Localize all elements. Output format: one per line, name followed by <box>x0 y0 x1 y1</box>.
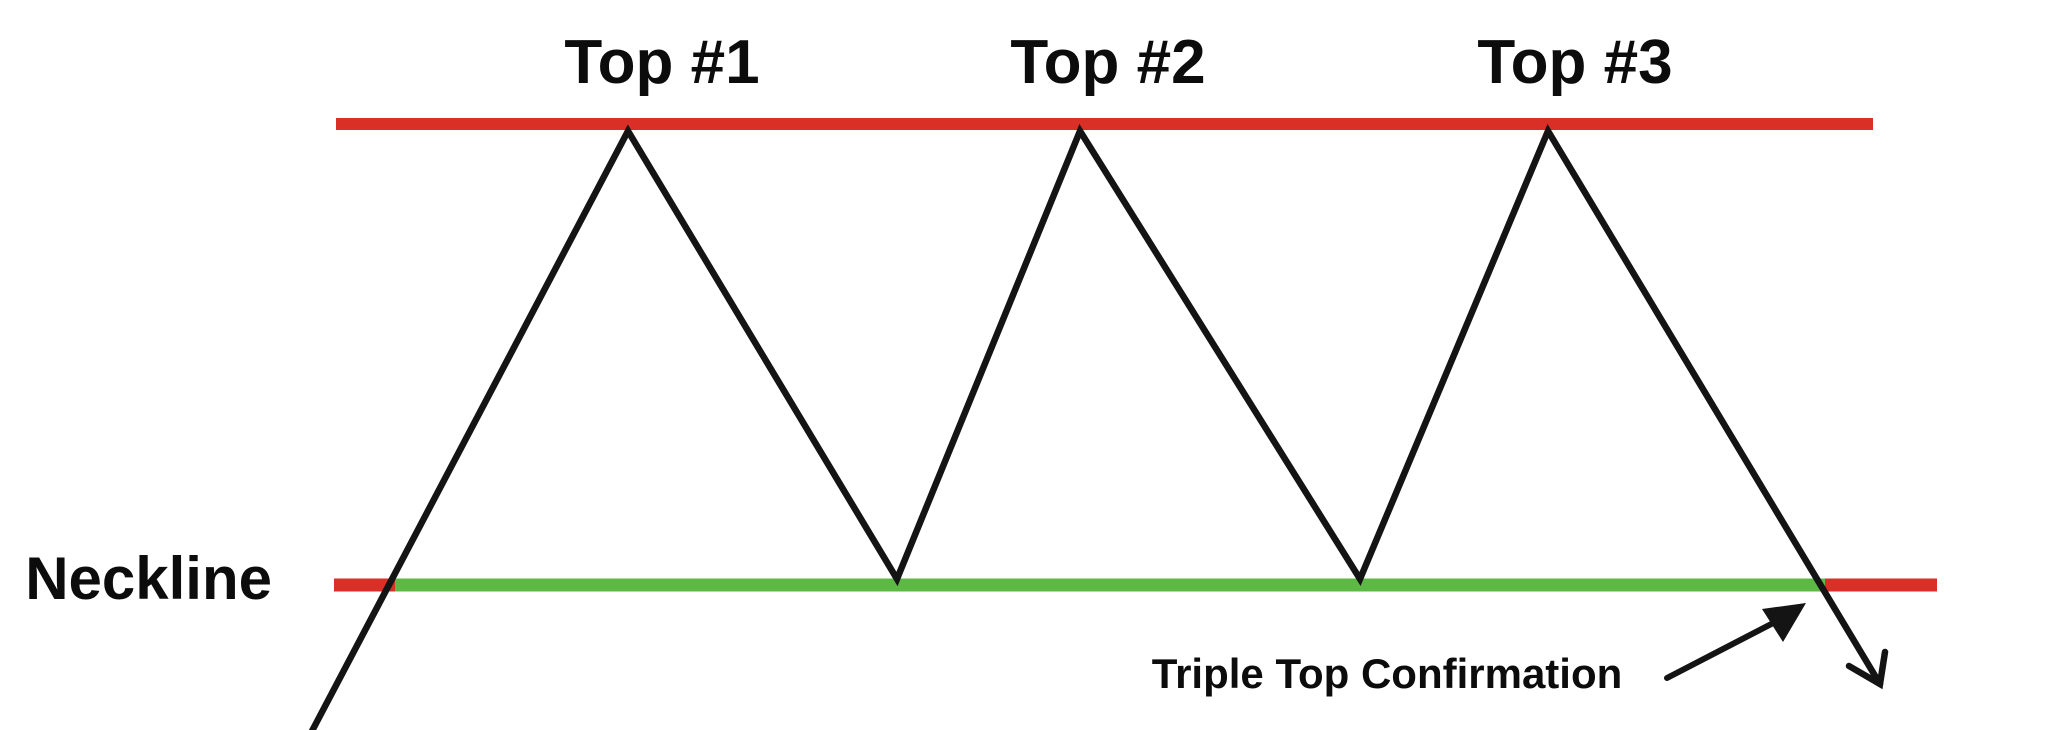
top2-label: Top #2 <box>1010 28 1206 97</box>
neckline-label: Neckline <box>25 545 272 612</box>
breakdown-arrowhead-icon <box>1845 648 1889 690</box>
top3-label: Top #3 <box>1477 28 1673 97</box>
price-line <box>308 123 1884 730</box>
triple-top-confirmation-label: Triple Top Confirmation <box>1151 650 1623 697</box>
top1-label: Top #1 <box>564 28 760 97</box>
confirmation-arrow-shaft <box>1664 617 1782 681</box>
confirmation-arrowhead-icon <box>1762 603 1806 642</box>
